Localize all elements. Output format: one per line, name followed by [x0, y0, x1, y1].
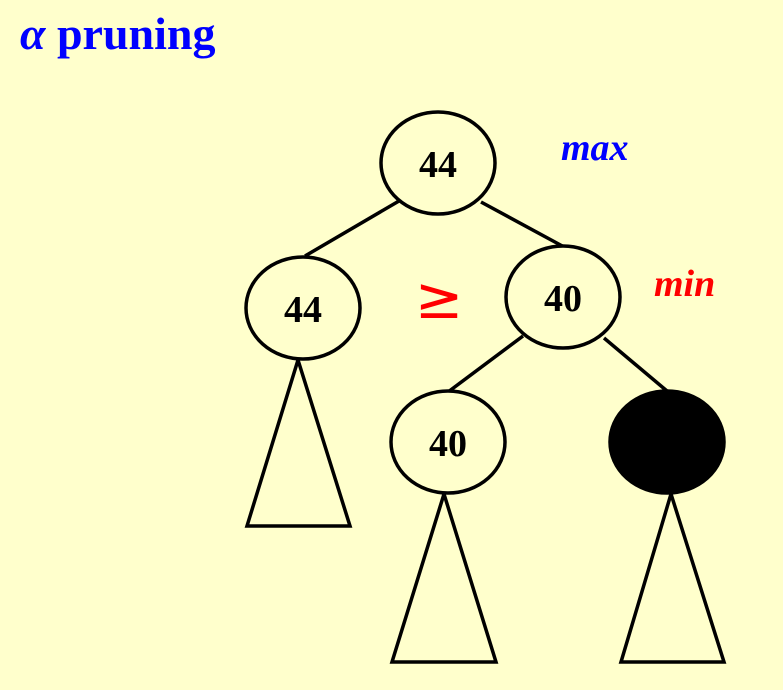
greater-equal-symbol: ≥: [415, 264, 464, 332]
right-left-leaf-node: [389, 389, 507, 495]
title-text: pruning: [56, 8, 216, 59]
edge-right-to-pruned: [602, 336, 669, 393]
root-max-node: [379, 110, 497, 216]
left-node-value: 44: [284, 289, 322, 331]
alpha-symbol: α: [20, 8, 46, 59]
right-left-node-value: 40: [429, 423, 467, 465]
right-min-node: [504, 244, 622, 350]
root-node-value: 44: [419, 144, 457, 186]
subtree-triangle-right-left: [389, 488, 499, 664]
edge-root-to-right: [480, 200, 567, 250]
page-title: α pruning: [20, 6, 215, 62]
min-level-label: min: [654, 263, 715, 305]
edge-right-to-right-left: [446, 334, 525, 394]
left-min-node: [244, 255, 362, 361]
subtree-triangle-pruned: [618, 488, 727, 664]
edge-root-to-left: [304, 199, 400, 258]
pruned-node: [608, 389, 726, 495]
right-node-value: 40: [544, 278, 582, 320]
max-level-label: max: [561, 127, 629, 169]
subtree-triangle-left: [244, 354, 353, 528]
